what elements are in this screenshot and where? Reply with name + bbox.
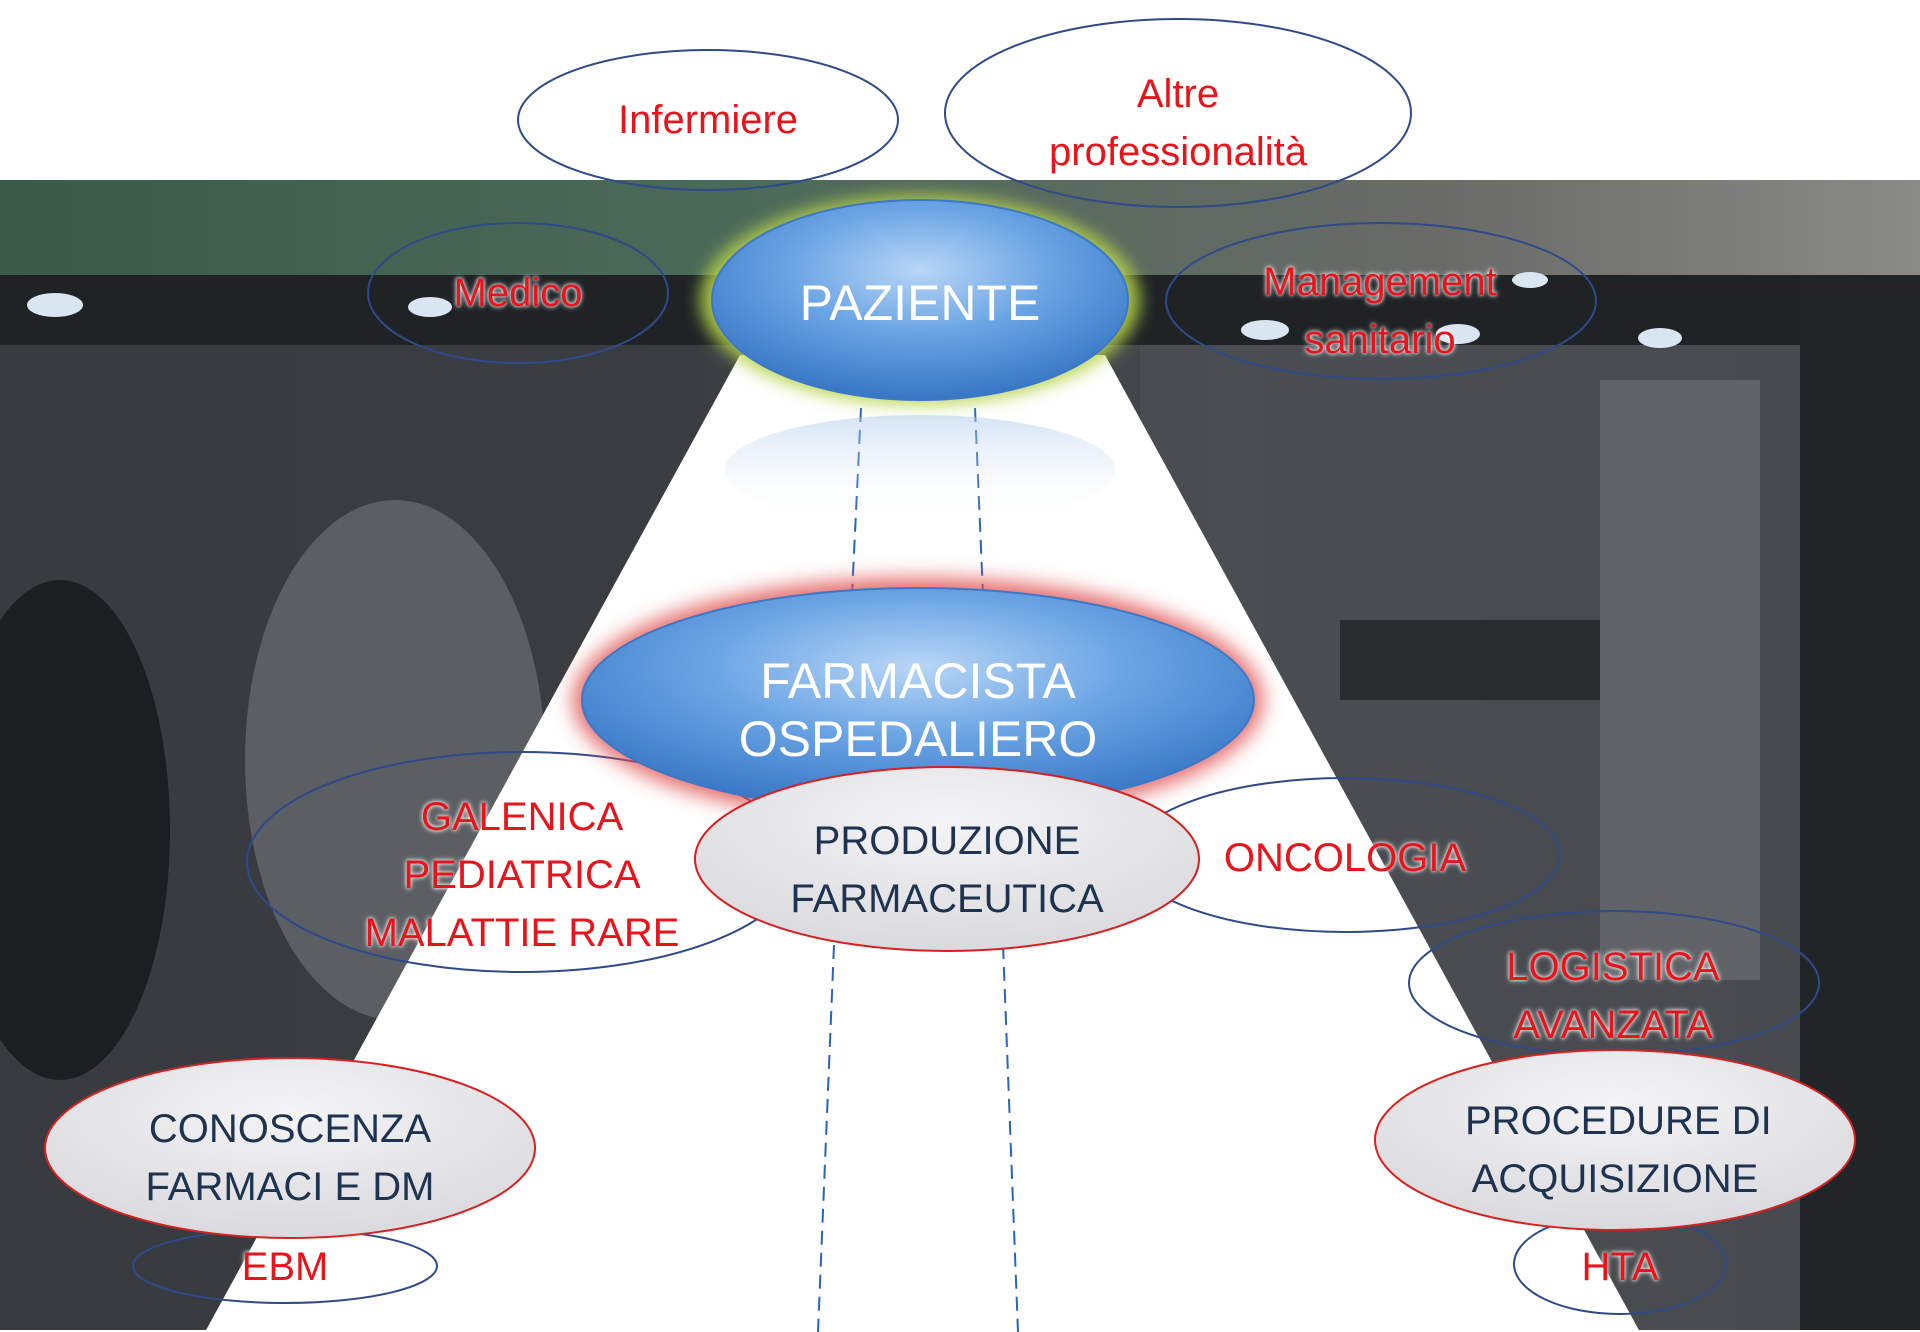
galenica-line3: MALATTIE RARE xyxy=(364,911,680,955)
farmacista-ospedaliero-label: FARMACISTA OSPEDALIERO xyxy=(668,652,1168,768)
produzione-line2: FARMACEUTICA xyxy=(790,877,1104,921)
altre-line2: professionalità xyxy=(1049,130,1307,174)
paziente-reflection xyxy=(725,415,1115,525)
management-line1: Management xyxy=(1263,260,1497,304)
conoscenza-farmaci-label: CONOSCENZA FARMACI E DM xyxy=(140,1100,440,1216)
produzione-ellipse xyxy=(694,766,1200,952)
procedure-line2: ACQUISIZIONE xyxy=(1471,1157,1759,1201)
logistica-line1: LOGISTICA xyxy=(1506,945,1720,989)
procedure-line1: PROCEDURE DI xyxy=(1465,1099,1772,1143)
management-line2: sanitario xyxy=(1304,318,1456,362)
medico-ellipse xyxy=(367,222,669,364)
procedure-ellipse xyxy=(1374,1049,1856,1231)
infermiere-ellipse xyxy=(517,49,899,191)
produzione-line1: PRODUZIONE xyxy=(813,819,1081,863)
ebm-label: EBM xyxy=(241,1245,329,1289)
altre-professionalita-ellipse xyxy=(944,18,1412,208)
altre-line1: Altre xyxy=(1136,72,1220,116)
altre-professionalita-label: Altre professionalità xyxy=(978,65,1378,181)
hta-label: HTA xyxy=(1581,1245,1659,1289)
management-sanitario-ellipse xyxy=(1165,222,1597,380)
produzione-farmaceutica-label: PRODUZIONE FARMACEUTICA xyxy=(747,812,1147,928)
conoscenza-line2: FARMACI E DM xyxy=(145,1165,435,1209)
logistica-line2: AVANZATA xyxy=(1513,1003,1713,1047)
infermiere-label: Infermiere xyxy=(617,98,799,142)
logistica-avanzata-label: LOGISTICA AVANZATA xyxy=(1463,938,1763,1054)
conoscenza-line1: CONOSCENZA xyxy=(148,1107,432,1151)
medico-label: Medico xyxy=(453,271,583,315)
paziente-label: PAZIENTE xyxy=(799,275,1041,331)
galenica-label: GALENICA PEDIATRICA MALATTIE RARE xyxy=(322,788,722,962)
management-sanitario-label: Management sanitario xyxy=(1180,253,1580,369)
farmacista-line1: FARMACISTA xyxy=(760,653,1076,709)
oncologia-label: ONCOLOGIA xyxy=(1223,836,1467,880)
galenica-line1: GALENICA xyxy=(420,795,624,839)
galenica-line2: PEDIATRICA xyxy=(403,853,641,897)
farmacista-line2: OSPEDALIERO xyxy=(738,711,1098,767)
procedure-acquisizione-label: PROCEDURE DI ACQUISIZIONE xyxy=(1465,1092,1772,1208)
conoscenza-ellipse xyxy=(44,1057,536,1239)
paziente-ellipse xyxy=(711,199,1129,401)
